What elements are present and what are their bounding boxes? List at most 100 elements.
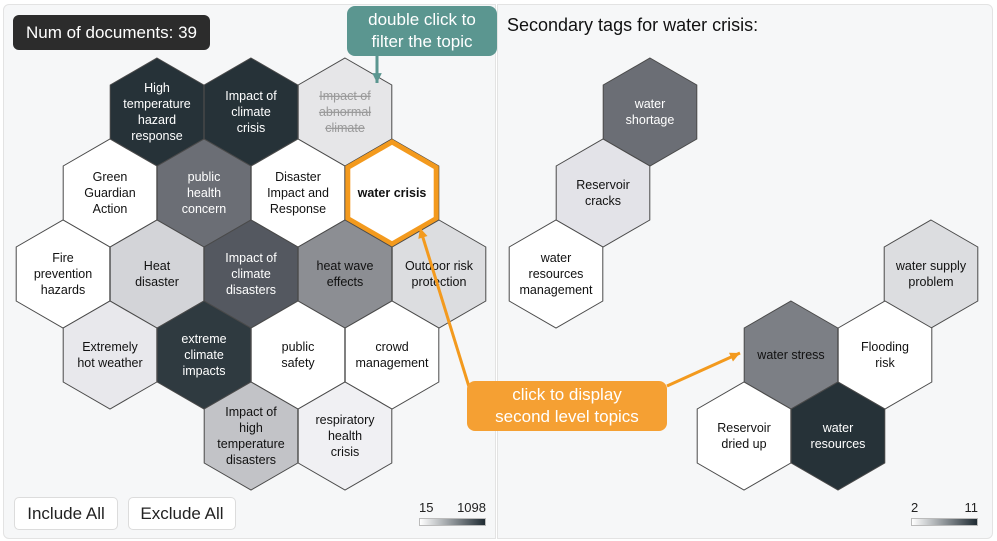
hex-label: Impact of: [225, 89, 277, 103]
hex-label: Disaster: [275, 170, 321, 184]
hex-label: safety: [281, 356, 315, 370]
exclude-all-button[interactable]: Exclude All: [128, 497, 236, 530]
hex-label: climate: [184, 348, 224, 362]
click-arrow-left-head-icon: [418, 228, 428, 239]
hex-label: resources: [529, 267, 584, 281]
hex-label: climate: [325, 121, 365, 135]
hex-water-shortage[interactable]: water shortage: [602, 57, 698, 167]
hex-extremely-hot-weather[interactable]: Extremely hot weather: [62, 300, 158, 410]
hex-label: shortage: [626, 113, 675, 127]
hex-label: public: [282, 340, 315, 354]
hex-label: management: [520, 283, 593, 297]
tooltip-line: double click to: [368, 10, 476, 29]
secondary-tags-title: Secondary tags for water crisis:: [507, 15, 759, 35]
selection-outline: [345, 139, 439, 247]
hex-label: water: [634, 97, 666, 111]
click-arrow-left-line: [418, 227, 472, 391]
click-arrow-right-line: [666, 351, 741, 388]
hex-label: heat wave: [317, 259, 374, 273]
hex-label: Response: [270, 202, 326, 216]
hex-label: respiratory: [315, 413, 375, 427]
hex-label: climate: [231, 267, 271, 281]
hex-label: prevention: [34, 267, 92, 281]
hex-label: Green: [93, 170, 128, 184]
hex-label: extreme: [181, 332, 226, 346]
hex-label: High: [144, 81, 170, 95]
legend-max-label: 11: [964, 500, 979, 515]
hex-label: temperature: [123, 97, 190, 111]
secondary-count-legend: 2 11: [911, 500, 978, 526]
hex-label: health: [187, 186, 221, 200]
tooltip-line: second level topics: [495, 407, 639, 426]
hex-label: crowd: [375, 340, 408, 354]
hex-high-temperature-hazard-response[interactable]: High temperature hazard response: [109, 57, 205, 167]
hex-label: water: [540, 251, 572, 265]
legend-min-label: 2: [911, 500, 919, 515]
legend-gradient-bar: [419, 518, 486, 526]
hex-water-resources-management[interactable]: water resources management: [508, 219, 604, 329]
primary-topic-hexes: High temperature hazard response Impact of cl…: [15, 57, 487, 491]
hex-public-health-concern[interactable]: public health concern: [156, 138, 252, 248]
hex-label: response: [131, 129, 182, 143]
click-arrow-right-head-icon: [729, 352, 740, 362]
hex-label: Outdoor risk: [405, 259, 474, 273]
legend-gradient-bar: [911, 518, 978, 526]
hex-water-crisis[interactable]: water crisis: [344, 138, 440, 248]
include-all-button[interactable]: Include All: [14, 497, 118, 530]
hex-flooding-risk[interactable]: Flooding risk: [837, 300, 933, 410]
hex-label: health: [328, 429, 362, 443]
hex-label: water: [822, 421, 854, 435]
legend-min-label: 15: [419, 500, 434, 515]
click-tooltip: click to display second level topics: [467, 381, 667, 431]
hex-label: hazard: [138, 113, 176, 127]
hex-label: Flooding: [861, 340, 909, 354]
hex-impact-of-abnormal-climate[interactable]: Impact of abnormal climate: [297, 57, 393, 167]
hex-label: public: [188, 170, 221, 184]
hex-label: crisis: [331, 445, 359, 459]
hex-label: disasters: [226, 453, 276, 467]
legend-max-label: 1098: [457, 500, 486, 515]
hex-impact-of-climate-crisis[interactable]: Impact of climate crisis: [203, 57, 299, 167]
hex-label: Guardian: [84, 186, 135, 200]
hex-label: crisis: [237, 121, 265, 135]
hex-water-resources[interactable]: water resources: [790, 381, 886, 491]
document-count-legend: 15 1098: [419, 500, 486, 526]
hex-label: water crisis: [357, 186, 427, 200]
hex-label: Reservoir: [717, 421, 771, 435]
hex-label: disasters: [226, 283, 276, 297]
document-count-badge: Num of documents: 39: [13, 15, 210, 50]
tooltip-line: click to display: [512, 385, 622, 404]
hex-label: resources: [811, 437, 866, 451]
hex-label: Extremely: [82, 340, 138, 354]
hex-label: abnormal: [319, 105, 371, 119]
hex-label: protection: [412, 275, 467, 289]
hex-label: concern: [182, 202, 227, 216]
hex-label: climate: [231, 105, 271, 119]
hex-label: impacts: [182, 364, 225, 378]
hex-label: Impact and: [267, 186, 329, 200]
hex-label: Reservoir: [576, 178, 630, 192]
hex-label: water stress: [756, 348, 824, 362]
hex-label: Impact of: [319, 89, 371, 103]
hex-label: Fire: [52, 251, 74, 265]
hex-respiratory-health-crisis[interactable]: respiratory health crisis: [297, 381, 393, 491]
hex-label: high: [239, 421, 263, 435]
hex-label: hot weather: [77, 356, 142, 370]
hex-shape: [790, 381, 886, 491]
hex-label: risk: [875, 356, 895, 370]
hex-outdoor-risk-protection[interactable]: Outdoor risk protection: [391, 219, 487, 329]
hex-label: temperature: [217, 437, 284, 451]
hex-crowd-management[interactable]: crowd management: [344, 300, 440, 410]
hex-label: management: [356, 356, 429, 370]
hex-label: disaster: [135, 275, 179, 289]
double-click-arrow-head-icon: [372, 73, 382, 83]
